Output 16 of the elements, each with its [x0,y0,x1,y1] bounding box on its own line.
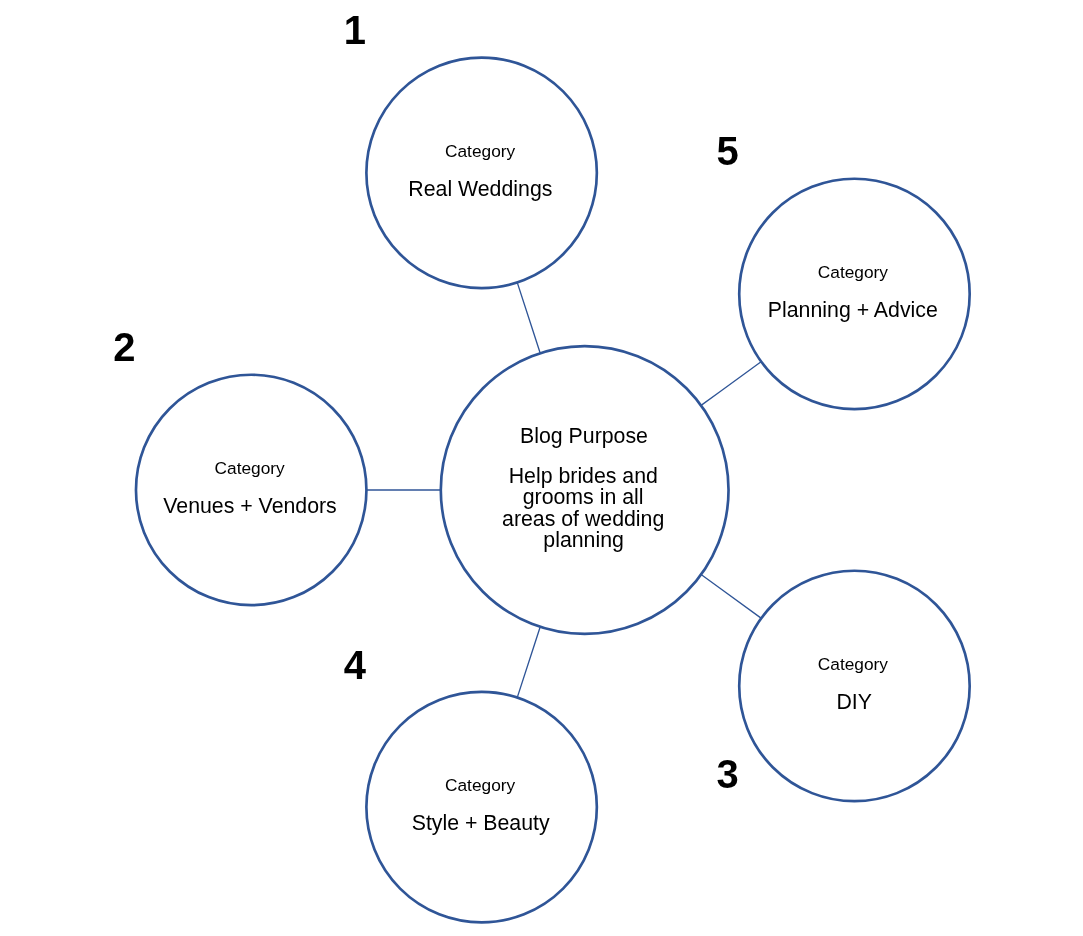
node-circle: Category Real Weddings [365,56,599,290]
node-circle: Category Venues + Vendors [134,373,368,607]
connector [516,626,541,698]
node-label: 3 [716,751,739,796]
node-circle: Category Style + Beauty [365,690,599,924]
node-label: 4 [343,642,366,687]
node-circle: Blog Purpose Help brides and grooms in all areas of wedding planning [439,344,730,636]
connector [365,489,441,491]
node-label: 1 [343,8,366,53]
node-label: 2 [113,325,136,370]
connector [700,574,762,619]
node-label: 5 [716,129,739,174]
connector [700,361,762,406]
node-circle: Category DIY [737,569,971,803]
connector [516,281,541,354]
node-circle: Category Planning + Advice [737,177,971,411]
